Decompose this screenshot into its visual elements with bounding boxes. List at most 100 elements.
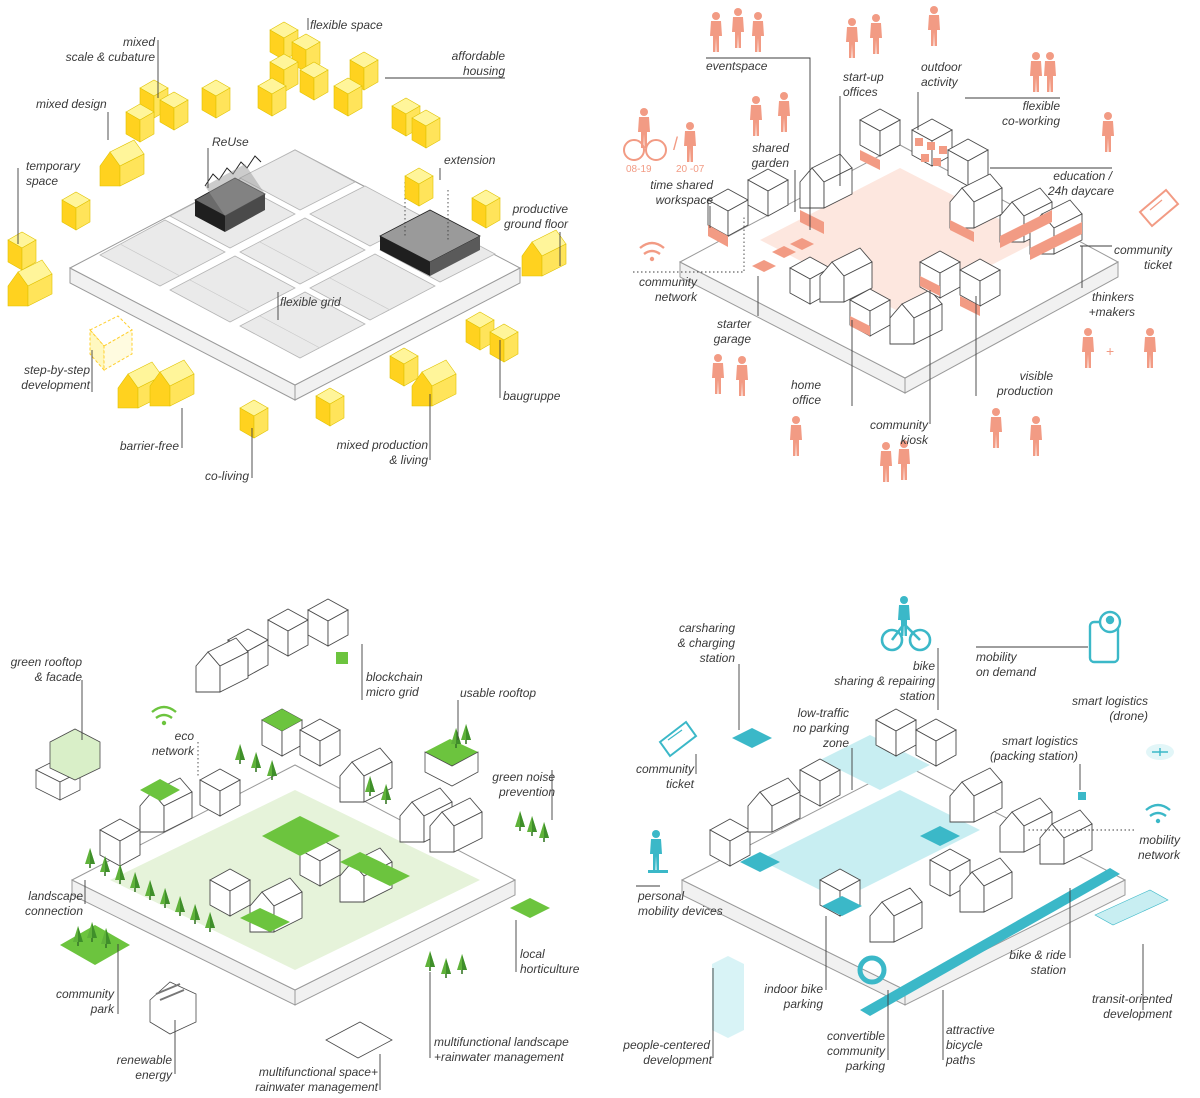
label-local-hort-2: horticulture [520,962,580,976]
label-affordable-2: housing [463,64,505,78]
label-people-1: people-centered [622,1038,710,1052]
label-mobility-demand-1: mobility [976,650,1018,664]
label-smart-pack-1: smart logistics [1002,734,1078,748]
label-carsharing-3: station [700,651,736,665]
label-green-roof-2: & facade [35,670,83,684]
label-community-network-1: community [639,275,698,289]
panel-bottom-left: green rooftop & facade eco network block… [11,598,580,1094]
label-reuse: ReUse [212,135,249,149]
labels-bottom-left: green rooftop & facade eco network block… [11,655,580,1094]
label-mixed-design: mixed design [36,97,107,111]
yellow-buildings [7,21,567,439]
label-multi-land-2: +rainwater management [434,1050,564,1064]
label-smart-drone-2: (drone) [1109,709,1148,723]
label-green-noise-2: prevention [498,785,555,799]
label-step-1: step-by-step [24,363,90,377]
cyan-zones [760,735,980,900]
label-mixed-prod-1: mixed production [337,438,429,452]
label-attractive-1: attractive [946,1023,995,1037]
leaders-bottom-left [81,644,553,1090]
panel-top-right: eventspace start-up offices outdoor acti… [623,6,1180,482]
label-multi-space-1: multifunctional space+ [259,1065,378,1079]
label-smart-drone-1: smart logistics [1072,694,1148,708]
label-low-traffic-2: no parking [793,721,849,735]
label-blockchain-2: micro grid [366,685,419,699]
people-pictograms [623,6,1180,482]
label-community-ticket-br-2: ticket [666,777,695,791]
label-bike-share-2: sharing & repairing [834,674,935,688]
label-community-park-2: park [90,1002,115,1016]
phone-icon [1088,610,1122,664]
label-home-office-2: office [792,393,821,407]
label-community-ticket-br-1: community [636,762,695,776]
label-mobility-network-2: network [1138,848,1181,862]
label-community-network-2: network [655,290,698,304]
reuse-hall [194,155,266,232]
label-eventspace: eventspace [706,59,768,73]
label-bike-ride-2: station [1031,963,1067,977]
label-green-noise-1: green noise [492,770,555,784]
label-flexible-space: flexible space [310,18,383,32]
label-multi-land-1: multifunctional landscape [434,1035,569,1049]
label-indoor-bike-2: parking [783,997,824,1011]
label-education-2: 24h daycare [1047,184,1114,198]
label-bike-share-3: station [900,689,936,703]
panel-bottom-right: carsharing & charging station bike shari… [622,596,1181,1073]
label-outdoor-1: outdoor [921,60,963,74]
label-community-ticket-1: community [1114,243,1173,257]
label-green-roof-1: green rooftop [11,655,83,669]
label-carsharing-1: carsharing [679,621,735,635]
label-time-b: 20 -07 [676,164,705,175]
wifi-icon-eco [151,705,177,719]
wifi-icon-mobility [1145,803,1171,817]
label-low-traffic-1: low-traffic [798,706,849,720]
label-community-park-1: community [56,987,115,1001]
labels-bottom-right: carsharing & charging station bike shari… [622,621,1181,1073]
extension-block [379,167,481,276]
labels-top-left: flexible space mixed scale & cubature af… [21,18,569,483]
label-time-shared-2: workspace [656,193,714,207]
label-mobility-network-1: mobility [1139,833,1181,847]
label-flex-cowork-2: co-working [1002,114,1060,128]
label-bike-share-1: bike [913,659,935,673]
label-landscape-2: connection [25,904,83,918]
label-productive-2: ground floor [504,217,569,231]
label-home-office-1: home [791,378,821,392]
label-extension: extension [444,153,496,167]
label-education-1: education / [1053,169,1113,183]
label-community-kiosk-1: community [870,418,929,432]
label-shared-garden-1: shared [752,141,789,155]
wifi-icon [639,241,665,255]
label-landscape-1: landscape [28,889,83,903]
label-renewable-2: energy [135,1068,173,1082]
label-temporary-1: temporary [26,159,81,173]
label-eco-network-1: eco [175,729,195,743]
label-multi-space-2: rainwater management [255,1080,378,1094]
label-visible-prod-1: visible [1020,369,1054,383]
label-startup-2: offices [843,85,878,99]
labels-top-right: eventspace start-up offices outdoor acti… [626,59,1173,447]
label-co-living: co-living [205,469,249,483]
label-community-kiosk-2: kiosk [901,433,929,447]
label-mobility-demand-2: on demand [976,665,1036,679]
label-renewable-1: renewable [117,1053,173,1067]
label-convertible-2: community [827,1044,886,1058]
leaders-top-left [17,18,561,478]
ticket-icon [1138,188,1180,228]
label-flex-cowork-1: flexible [1023,99,1061,113]
label-smart-pack-2: (packing station) [990,749,1078,763]
label-usable-rooftop: usable rooftop [460,686,536,700]
label-convertible-1: convertible [827,1029,885,1043]
label-baugruppe: baugruppe [503,389,561,403]
label-mixed-prod-2: & living [389,453,428,467]
label-productive-1: productive [512,202,569,216]
label-thinkers-2: +makers [1089,305,1135,319]
side-objects-bottom-left [35,705,479,1059]
label-flexible-grid: flexible grid [280,295,341,309]
label-visible-prod-2: production [996,384,1053,398]
label-step-2: development [21,378,90,392]
label-barrier-free: barrier-free [120,439,179,453]
label-transit-1: transit-oriented [1092,992,1172,1006]
leaders-bottom-right [636,646,1144,1060]
label-affordable-1: affordable [452,49,506,63]
